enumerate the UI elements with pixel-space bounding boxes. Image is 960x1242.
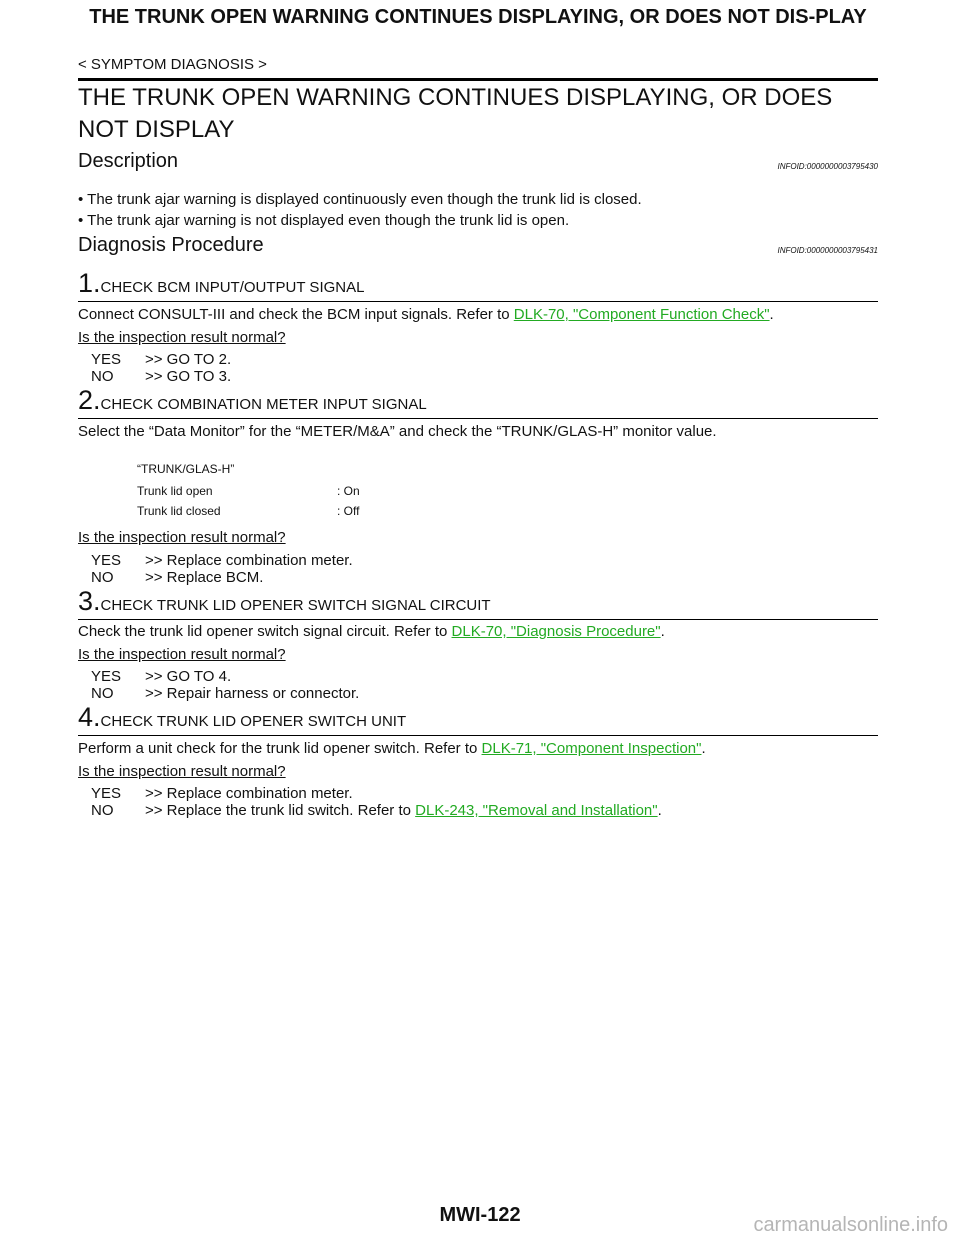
header-divider <box>78 78 878 81</box>
step-4-answers: YES>> Replace combination meter. NO>> Re… <box>91 785 662 819</box>
reference-link[interactable]: DLK-243, "Removal and Installation" <box>415 802 658 819</box>
section-title: THE TRUNK OPEN WARNING CONTINUES DISPLAY… <box>78 84 833 143</box>
step-3-header: 3.CHECK TRUNK LID OPENER SWITCH SIGNAL C… <box>78 586 878 620</box>
step-4-text: Perform a unit check for the trunk lid o… <box>78 740 706 757</box>
diagnosis-heading: Diagnosis Procedure <box>78 234 264 256</box>
reference-link[interactable]: DLK-70, "Component Function Check" <box>513 306 770 323</box>
step-number: 1. <box>78 268 101 298</box>
step-4-question: Is the inspection result normal? <box>78 763 286 780</box>
step-1-question: Is the inspection result normal? <box>78 329 286 346</box>
breadcrumb: < SYMPTOM DIAGNOSIS > <box>78 56 267 73</box>
page-header: THE TRUNK OPEN WARNING CONTINUES DISPLAY… <box>78 6 878 28</box>
step-2-header: 2.CHECK COMBINATION METER INPUT SIGNAL <box>78 385 878 419</box>
monitor-title: “TRUNK/GLAS-H” <box>137 462 235 476</box>
reference-link[interactable]: DLK-70, "Diagnosis Procedure" <box>451 623 661 640</box>
step-title: CHECK TRUNK LID OPENER SWITCH SIGNAL CIR… <box>100 597 491 614</box>
step-title: CHECK TRUNK LID OPENER SWITCH UNIT <box>100 713 407 730</box>
description-heading: Description <box>78 150 179 172</box>
description-bullets: • The trunk ajar warning is displayed co… <box>78 189 642 231</box>
bullet-item: • The trunk ajar warning is displayed co… <box>78 191 642 208</box>
reference-link[interactable]: DLK-71, "Component Inspection" <box>481 740 702 757</box>
monitor-row: Trunk lid open: On <box>137 484 360 498</box>
step-1-header: 1.CHECK BCM INPUT/OUTPUT SIGNAL <box>78 268 878 302</box>
diagnosis-infoid: INFOID:0000000003795431 <box>777 246 878 255</box>
page-number: MWI-122 <box>439 1204 521 1226</box>
step-number: 2. <box>78 385 101 415</box>
monitor-row: Trunk lid closed: Off <box>137 504 360 518</box>
step-2-text: Select the “Data Monitor” for the “METER… <box>78 423 717 440</box>
page-header-title: THE TRUNK OPEN WARNING CONTINUES DISPLAY… <box>89 6 867 28</box>
step-number: 4. <box>78 702 101 732</box>
step-1-answers: YES>> GO TO 2. NO>> GO TO 3. <box>91 351 232 385</box>
step-4-header: 4.CHECK TRUNK LID OPENER SWITCH UNIT <box>78 702 878 736</box>
step-2-question: Is the inspection result normal? <box>78 529 286 546</box>
step-title: CHECK BCM INPUT/OUTPUT SIGNAL <box>100 279 365 296</box>
step-3-text: Check the trunk lid opener switch signal… <box>78 623 665 640</box>
step-3-question: Is the inspection result normal? <box>78 646 286 663</box>
step-1-text: Connect CONSULT-III and check the BCM in… <box>78 306 774 323</box>
step-number: 3. <box>78 586 101 616</box>
bullet-item: • The trunk ajar warning is not displaye… <box>78 212 570 229</box>
step-3-answers: YES>> GO TO 4. NO>> Repair harness or co… <box>91 668 360 702</box>
watermark: carmanualsonline.info <box>753 1214 948 1236</box>
step-title: CHECK COMBINATION METER INPUT SIGNAL <box>100 396 427 413</box>
description-infoid: INFOID:0000000003795430 <box>777 162 878 171</box>
step-2-answers: YES>> Replace combination meter. NO>> Re… <box>91 552 353 586</box>
